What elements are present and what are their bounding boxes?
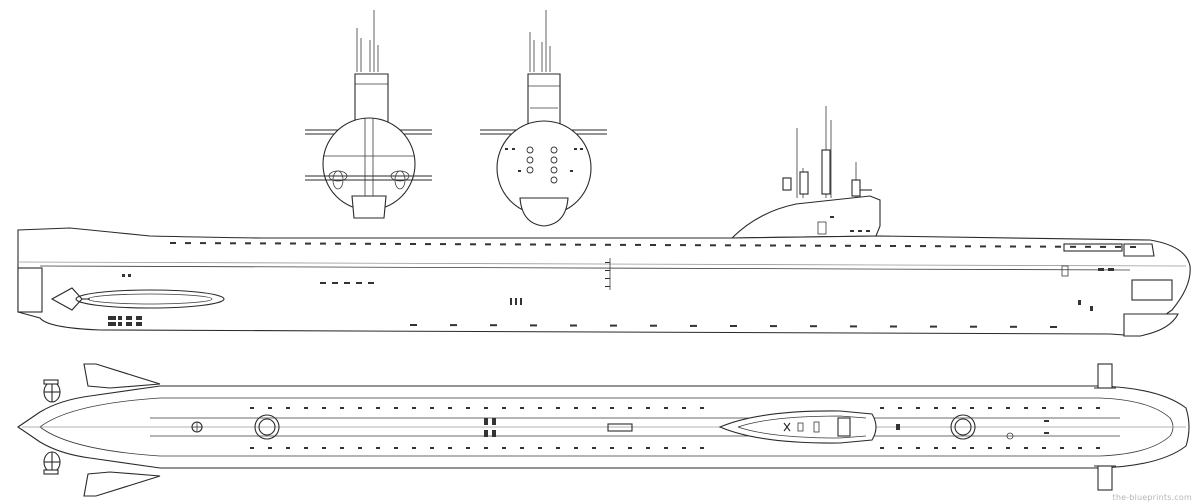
- top-view: [17, 363, 1190, 497]
- front-section-view: [305, 10, 432, 219]
- side-view: [17, 106, 1191, 337]
- watermark-text: the-blueprints.com: [1112, 493, 1192, 502]
- rear-section-view: [480, 10, 607, 227]
